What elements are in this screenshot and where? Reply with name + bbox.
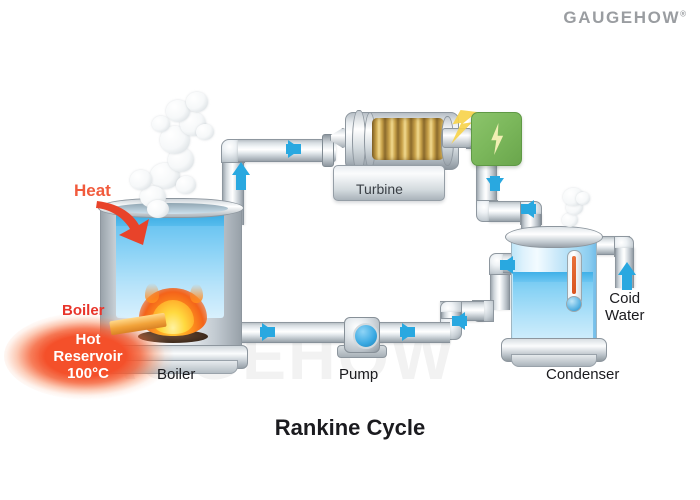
flow-arrow-boiler-inlet <box>260 323 275 341</box>
flow-arrow-condensate-run <box>452 312 465 330</box>
steam-puff <box>130 170 152 190</box>
flow-arrow-after-pump <box>400 323 415 341</box>
lightning-bolt-icon <box>491 123 504 155</box>
pipe-collar-turbine-inlet <box>322 134 334 167</box>
flame-tip-left <box>145 283 159 303</box>
pipe-feedwater-main <box>232 322 450 343</box>
flow-arrow-turbine-exhaust <box>486 176 504 191</box>
label-cold-water-line1: Coid <box>609 290 641 307</box>
boiler-rim-inner <box>112 203 228 214</box>
label-boiler-red: Boiler <box>62 302 105 319</box>
heat-arrow-icon <box>96 201 149 245</box>
label-pump: Pump <box>339 366 379 383</box>
thermometer-bulb <box>566 296 582 312</box>
flow-arrow-steam-line <box>286 140 301 158</box>
steam-puff <box>186 92 208 112</box>
page-title: Rankine Cycle <box>274 415 426 440</box>
turbine-blade-rotor <box>372 118 444 160</box>
label-hot-reservoir: Hot Reservoir 100°C <box>36 331 140 382</box>
generator-box <box>471 112 522 166</box>
label-cold-water: Coid Water <box>605 290 645 324</box>
condenser-lid <box>505 226 603 248</box>
label-hot-reservoir-line2: Reservoir <box>53 347 123 365</box>
label-heat: Heat <box>74 181 111 200</box>
steam-puff <box>576 192 590 205</box>
label-condenser: Condenser <box>546 366 620 383</box>
label-cold-water-line2: Water <box>605 306 645 324</box>
brand-name: GAUGEHOW <box>563 8 681 27</box>
steam-puff <box>147 200 169 218</box>
label-hot-reservoir-line3: 100°C <box>67 364 109 382</box>
turbine-outlet-stub <box>442 128 472 148</box>
pipe-exhaust-to-condenser <box>489 201 529 222</box>
flow-arrow-boiler-riser <box>232 162 250 190</box>
turbine-base <box>333 165 445 201</box>
steam-puff <box>176 176 196 194</box>
flow-arrow-cold-water <box>618 262 636 290</box>
steam-puff <box>152 116 170 132</box>
flame-tip-right <box>190 284 203 303</box>
steam-puff <box>196 124 214 140</box>
label-boiler: Boiler <box>157 366 196 383</box>
condenser-base-lower <box>511 354 597 367</box>
label-turbine: Turbine <box>356 181 403 197</box>
flow-arrow-condenser-inlet <box>521 200 534 218</box>
flow-arrow-condensate-riser <box>500 256 513 274</box>
steam-puff <box>562 213 578 227</box>
thermometer-column <box>572 256 576 294</box>
gaugehow-logo: GAUGEHOW® <box>563 8 686 28</box>
pump-impeller <box>353 323 379 349</box>
label-hot-reservoir-line1: Hot <box>75 331 101 348</box>
steam-puff <box>166 100 190 122</box>
trademark-symbol: ® <box>680 9 686 19</box>
